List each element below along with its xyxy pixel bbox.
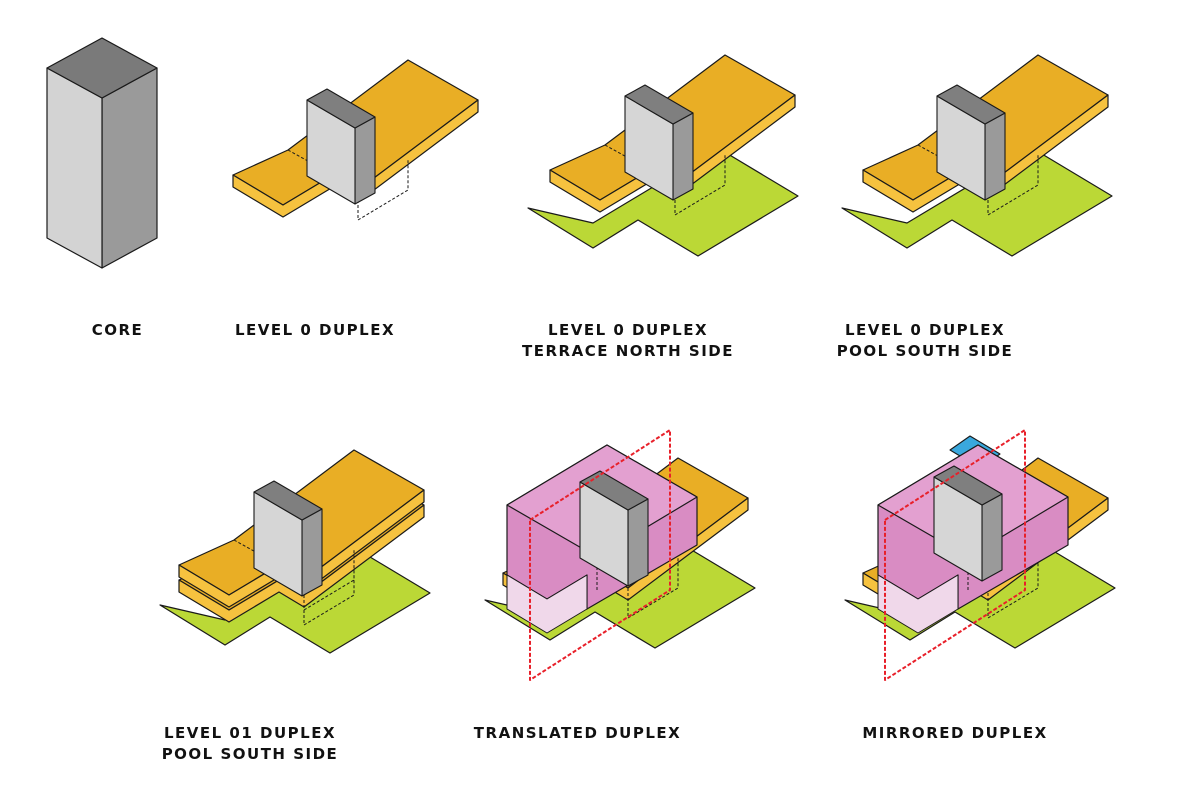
core-diagram [46, 37, 158, 269]
caption-translated-duplex: TRANSLATED DUPLEX [445, 723, 710, 744]
caption-line: LEVEL 0 DUPLEX [844, 321, 1006, 339]
caption-line: TRANSLATED DUPLEX [473, 724, 682, 742]
caption-line: LEVEL 01 DUPLEX [163, 724, 337, 742]
caption-core: CORE [60, 320, 175, 341]
translated-duplex-diagram [484, 429, 756, 681]
caption-level0-pool: LEVEL 0 DUPLEX POOL SOUTH SIDE [800, 320, 1050, 362]
caption-mirrored-duplex: MIRRORED DUPLEX [830, 723, 1080, 744]
caption-line: LEVEL 0 DUPLEX [547, 321, 709, 339]
level0-pool-diagram [841, 54, 1113, 257]
caption-line: MIRRORED DUPLEX [862, 724, 1048, 742]
caption-line: LEVEL 0 DUPLEX [234, 321, 396, 339]
caption-line: POOL SOUTH SIDE [836, 342, 1014, 360]
caption-level0-terrace: LEVEL 0 DUPLEX TERRACE NORTH SIDE [493, 320, 763, 362]
level0-duplex-diagram [232, 59, 479, 221]
caption-line: TERRACE NORTH SIDE [522, 342, 734, 360]
level0-terrace-diagram [527, 54, 799, 257]
caption-line: CORE [91, 321, 144, 339]
mirrored-duplex-diagram [844, 429, 1116, 681]
caption-level0-duplex: LEVEL 0 DUPLEX [200, 320, 430, 341]
caption-line: POOL SOUTH SIDE [161, 745, 339, 763]
caption-level01-pool: LEVEL 01 DUPLEX POOL SOUTH SIDE [125, 723, 375, 765]
level01-pool-diagram [159, 449, 431, 654]
